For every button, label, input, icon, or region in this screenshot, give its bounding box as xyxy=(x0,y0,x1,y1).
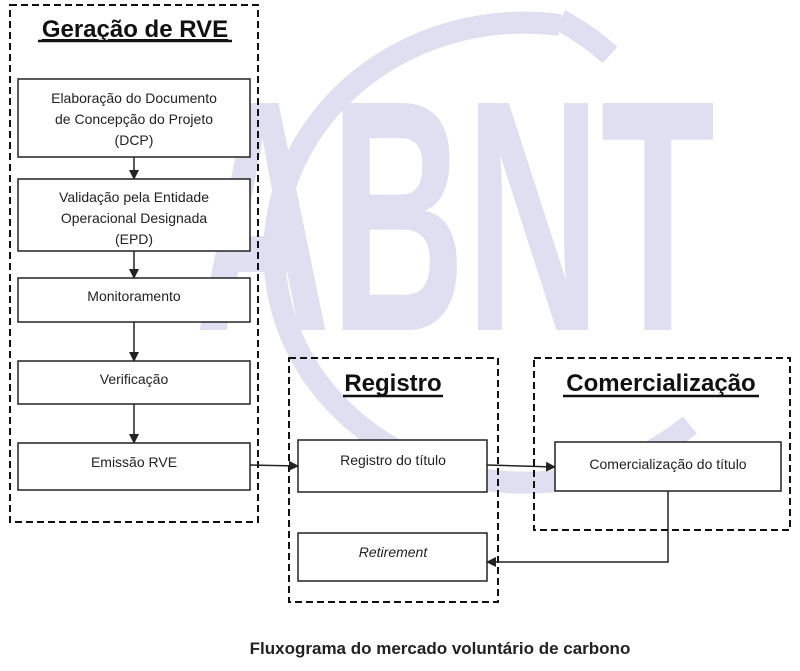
arrow-comercializacao-retirement xyxy=(486,491,669,567)
step-dcp-line3: (DCP) xyxy=(115,132,154,148)
step-registro-titulo-box xyxy=(297,439,488,493)
step-retirement-label: Retirement xyxy=(359,544,429,560)
step-dcp-box xyxy=(17,78,251,158)
group-geracao xyxy=(9,4,259,523)
step-epd-box xyxy=(17,178,251,252)
arrow-registro-comercializacao xyxy=(486,461,556,472)
step-emissao-box xyxy=(17,442,251,491)
abnt-watermark: ABNT xyxy=(195,10,715,494)
step-epd-line2: Operacional Designada xyxy=(61,210,208,226)
step-registro-titulo-label: Registro do título xyxy=(340,452,446,468)
step-emissao-label: Emissão RVE xyxy=(91,454,177,470)
watermark-text: ABNT xyxy=(195,31,715,400)
group-registro xyxy=(288,357,499,603)
step-monitoramento-box xyxy=(17,277,251,323)
step-epd-line3: (EPD) xyxy=(115,231,153,247)
step-verificacao-label: Verificação xyxy=(100,371,169,387)
arrow-emissao-registro xyxy=(249,460,299,471)
group-comercializacao xyxy=(533,357,791,531)
group-title-registro: Registro xyxy=(344,370,441,397)
step-epd-line1: Validação pela Entidade xyxy=(59,189,209,205)
step-dcp-line1: Elaboração do Documento xyxy=(51,90,217,106)
step-verificacao-box xyxy=(17,360,251,405)
step-monitoramento-label: Monitoramento xyxy=(87,288,181,304)
step-retirement-box xyxy=(297,532,488,582)
group-title-comercializacao: Comercialização xyxy=(566,370,755,397)
group-title-geracao: Geração de RVE xyxy=(42,16,228,43)
step-comercializacao-titulo-label: Comercialização do título xyxy=(589,456,746,472)
figure-caption: Fluxograma do mercado voluntário de carb… xyxy=(250,639,631,658)
step-dcp-line2: de Concepção do Projeto xyxy=(55,111,213,127)
